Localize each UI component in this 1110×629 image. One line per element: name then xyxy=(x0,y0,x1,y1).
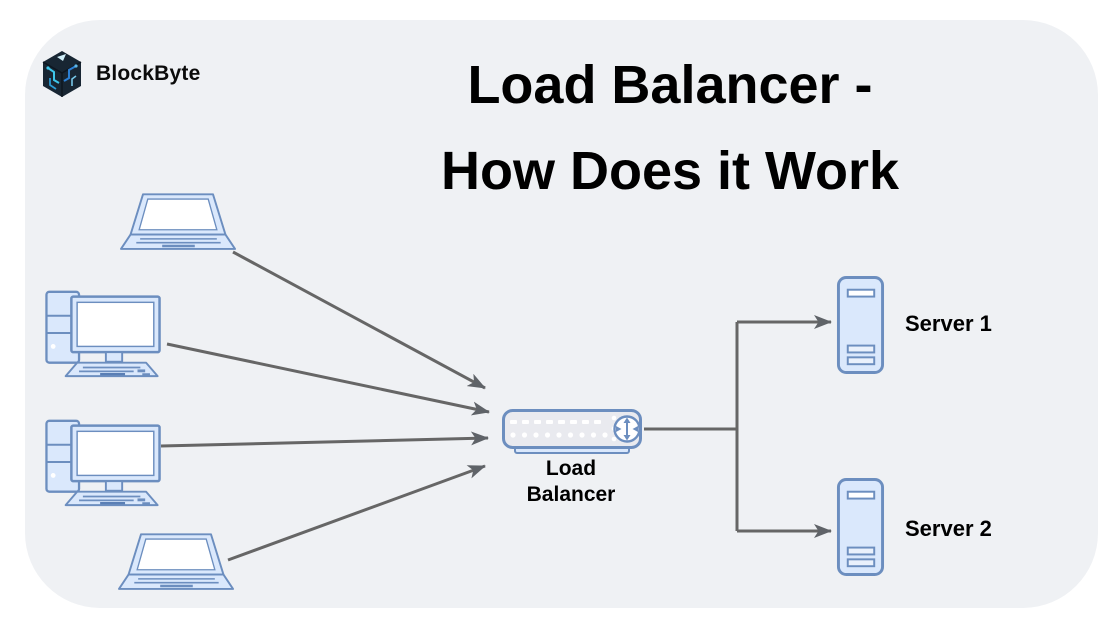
title-line-1: Load Balancer - xyxy=(467,55,873,115)
client-laptop-1-icon xyxy=(120,193,236,250)
server-2-icon xyxy=(836,478,885,576)
page-title: Load Balancer - How Does it Work xyxy=(340,42,1000,214)
brand-name: BlockByte xyxy=(96,62,201,85)
client-desktop-2-icon xyxy=(45,419,161,507)
brand: BlockByte xyxy=(40,50,201,98)
server-1-icon xyxy=(836,276,885,374)
diagram-panel xyxy=(25,20,1098,608)
load-balancer-label: Load Balancer xyxy=(526,457,616,506)
client-desktop-1-icon xyxy=(45,290,161,378)
server-1-label: Server 1 xyxy=(905,311,992,336)
client-laptop-2-icon xyxy=(118,533,234,590)
load-balancer-icon xyxy=(502,409,642,454)
blockbyte-logo-icon xyxy=(42,51,82,97)
server-2-label: Server 2 xyxy=(905,516,992,541)
title-line-2: How Does it Work xyxy=(440,141,900,201)
